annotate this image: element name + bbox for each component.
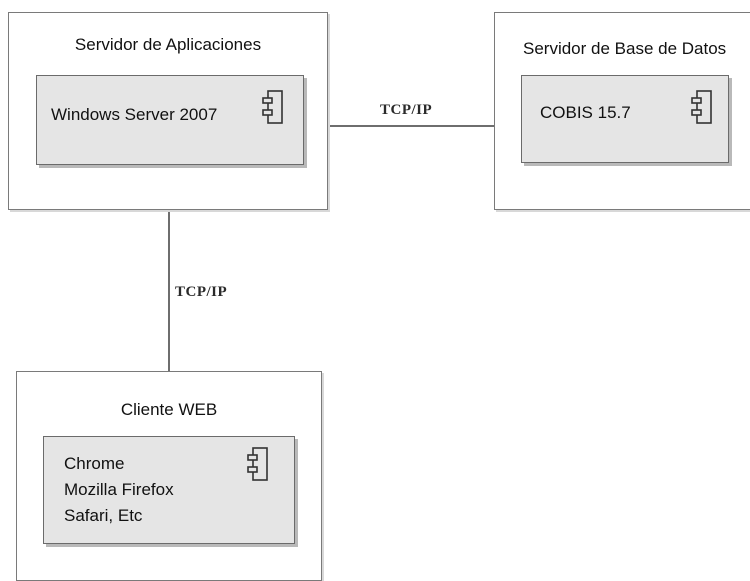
uml-component-icon (691, 90, 712, 124)
node-title-db-server: Servidor de Base de Datos (523, 39, 727, 58)
component-label-safari: Safari, Etc (64, 506, 143, 525)
connector-app-db (327, 125, 495, 127)
node-title-app-server: Servidor de Aplicaciones (74, 35, 262, 54)
node-app-server: Servidor de Aplicaciones Windows Server … (8, 12, 328, 210)
component-label-firefox: Mozilla Firefox (64, 480, 174, 499)
uml-component-icon (262, 90, 283, 124)
connector-label-app-client: TCP/IP (175, 284, 228, 300)
component-browsers: Chrome Mozilla Firefox Safari, Etc (43, 436, 295, 544)
connector-label-app-db: TCP/IP (380, 102, 433, 118)
component-cobis: COBIS 15.7 (521, 75, 729, 163)
component-windows-server: Windows Server 2007 (36, 75, 304, 165)
uml-component-icon (247, 447, 268, 481)
node-web-client: Cliente WEB Chrome Mozilla Firefox Safar… (16, 371, 322, 581)
connector-app-client (168, 210, 170, 372)
component-label: COBIS 15.7 (540, 103, 631, 122)
component-label-chrome: Chrome (64, 454, 125, 473)
component-label: Windows Server 2007 (51, 105, 218, 124)
node-db-server: Servidor de Base de Datos COBIS 15.7 (494, 12, 750, 210)
node-title-web-client: Cliente WEB (120, 400, 218, 419)
